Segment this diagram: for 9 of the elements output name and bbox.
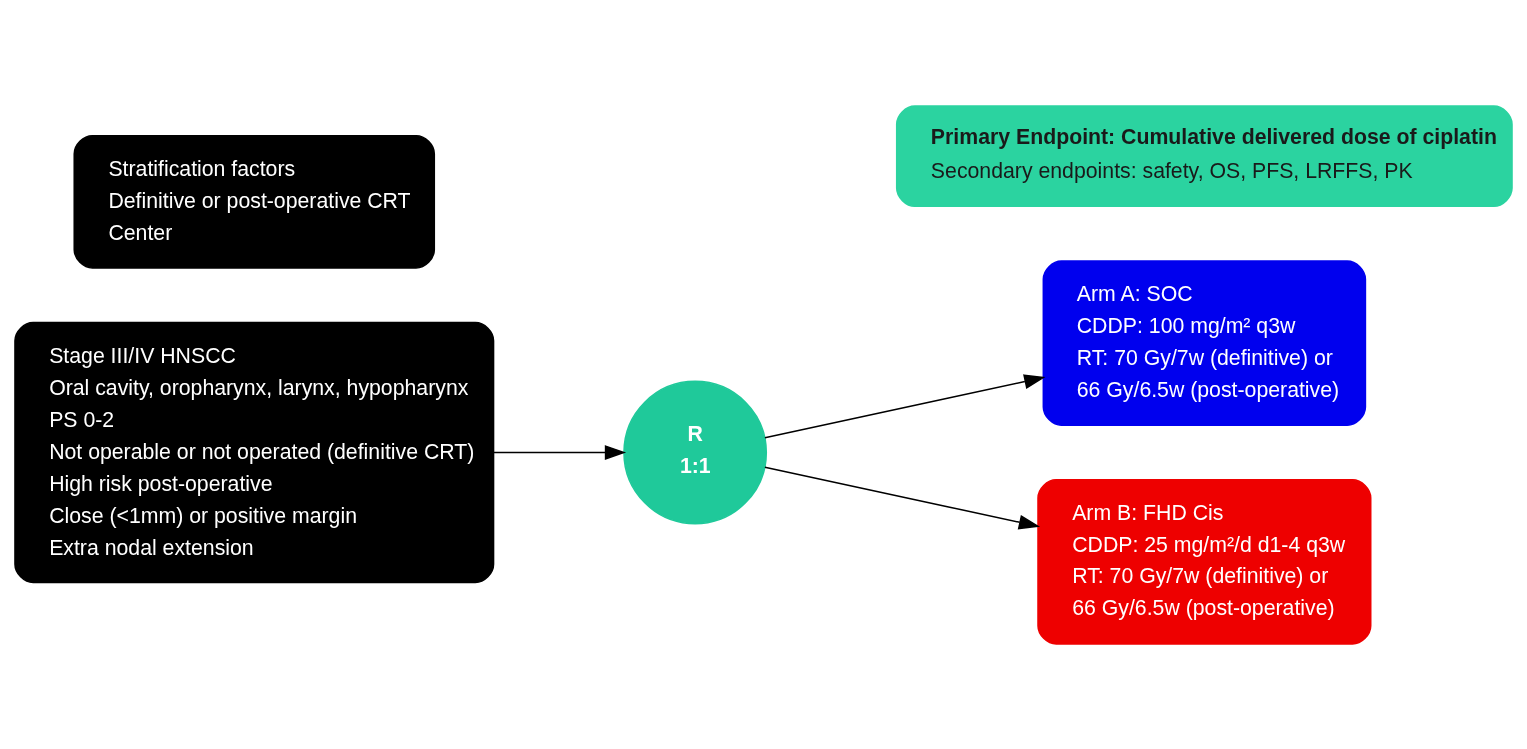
arrow (493, 444, 627, 460)
arrow (764, 466, 1041, 529)
arrow (764, 373, 1046, 438)
node-box: Stratification factors Definitive or post-operative CRT Center (73, 134, 436, 269)
node-box: Arm B: FHD Cis CDDP: 25 mg/m²/d d1-4 q3w RT: 70 Gy/7w (definitive) or 66 Gy/6.5w (post-operative) (1037, 478, 1372, 645)
node-box: Stage III/IV HNSCC Oral cavity, oropharynx, larynx, hypopharynx PS 0-2 Not operable or not operated (definitive CRT) High risk post-operative Close (<1mm) or positive margin Extra nodal extension (14, 321, 495, 583)
node-circle: R 1:1 (623, 380, 768, 524)
node-box: Primary Endpoint: Cumulative delivered dose of ciplatin Secondary endpoints: safety, OS, PFS, LRFFS, PK (895, 104, 1513, 207)
node-box: Arm A: SOC CDDP: 100 mg/m² q3w RT: 70 Gy/7w (definitive) or 66 Gy/6.5w (post-operative) (1042, 259, 1367, 426)
